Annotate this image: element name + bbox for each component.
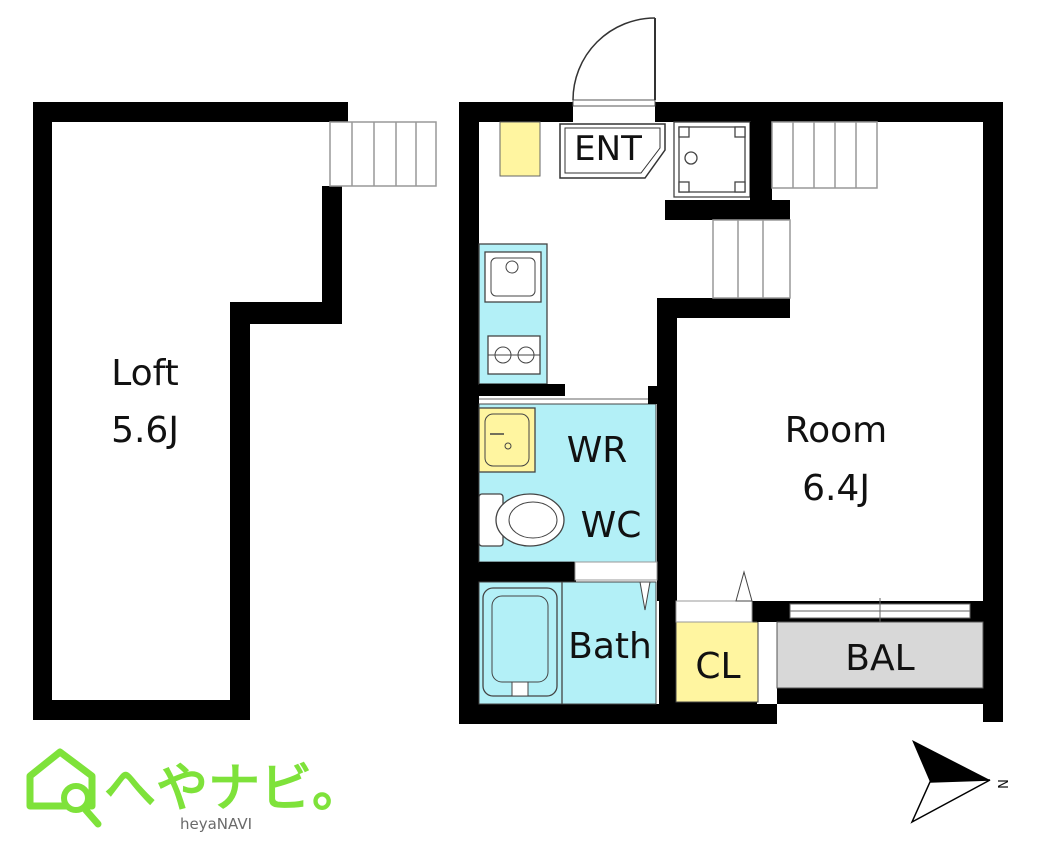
bottom-wall <box>459 704 777 724</box>
entrance-label: ENT <box>574 129 642 169</box>
room-size: 6.4J <box>802 468 870 509</box>
brand-logo: へやナビ。 heyaNAVI <box>26 748 364 833</box>
entrance-platform <box>559 123 666 179</box>
right-wall <box>983 102 1003 722</box>
closet-label: CL <box>695 646 740 687</box>
balcony-area <box>776 621 984 689</box>
compass-north-label: N <box>994 779 1009 789</box>
loft-step-wall-h <box>230 302 342 324</box>
closet-area <box>675 621 759 703</box>
logo-wordmark: へやナビ。 <box>104 759 364 819</box>
room-left-wall <box>657 298 677 601</box>
main-unit: ENT <box>459 17 1003 724</box>
vanity-sink <box>478 407 536 473</box>
loft-step-wall <box>322 186 342 324</box>
stairs-lower <box>712 219 791 299</box>
room-label: Room <box>785 410 888 451</box>
washroom-label: WR <box>567 430 628 471</box>
house-magnifier-icon <box>26 748 102 828</box>
logo-subtext: heyaNAVI <box>180 815 252 833</box>
entrance-door <box>572 17 656 107</box>
balcony-window <box>789 598 971 624</box>
left-wall <box>459 102 479 722</box>
bathtub <box>482 587 558 697</box>
bath-label: Bath <box>568 626 652 667</box>
toilet-label: WC <box>581 505 642 546</box>
shoe-storage <box>499 121 541 177</box>
loft-area: Loft 5.6J <box>33 102 437 720</box>
stairs-upper <box>771 121 878 189</box>
loft-label: Loft <box>111 353 179 394</box>
laundry-pan <box>673 121 751 198</box>
kitchen-counter <box>478 243 548 385</box>
loft-ladder <box>329 121 437 187</box>
balcony-label: BAL <box>845 638 914 679</box>
toilet <box>478 493 565 547</box>
north-compass-icon: N <box>910 740 1009 824</box>
loft-right-wall <box>230 302 250 720</box>
loft-size: 5.6J <box>111 410 179 451</box>
